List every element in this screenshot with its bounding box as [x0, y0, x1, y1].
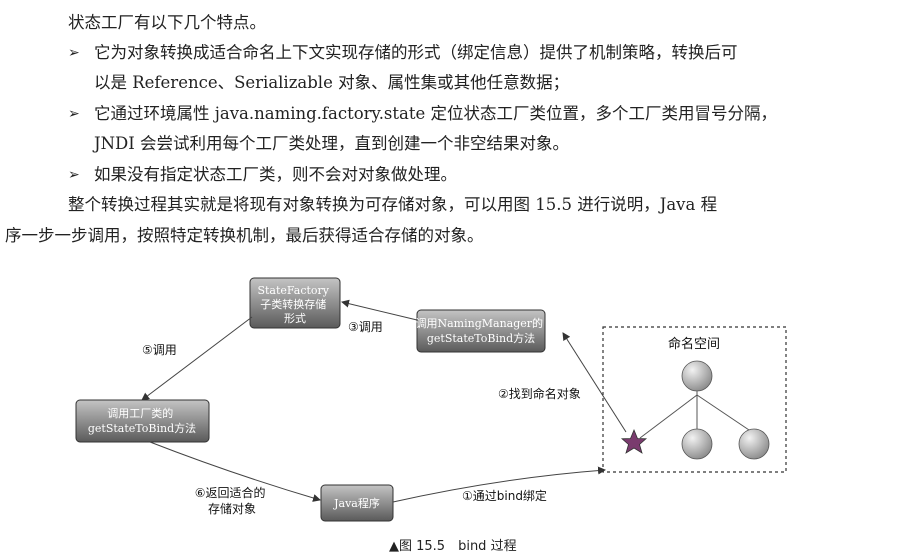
- java-program-box-label: Java程序: [333, 496, 380, 510]
- tree-node-right: [738, 428, 770, 460]
- arrow-3-call: [341, 299, 418, 321]
- star-icon: [620, 428, 648, 454]
- svg-text:调用工厂类的 getStateToBind方法: 调用工厂类的 getStateToBind方法: [88, 406, 196, 435]
- label-6-return-line-1: ⑥返回适合的: [195, 485, 266, 500]
- statefactory-box-line-1: StateFactory: [257, 284, 329, 297]
- bullet-marker-3: ➢: [68, 167, 80, 183]
- namingmanager-box-line-1: 调用NamingManager的: [415, 316, 543, 330]
- paragraph-line-2: 序一步一步调用，按照特定转换机制，最后获得适合存储的对象。: [5, 226, 484, 245]
- tree-node-middle: [681, 428, 713, 460]
- bullet-1-line-1: 它为对象转换成适合命名上下文实现存储的形式（绑定信息）提供了机制策略，转换后可: [94, 43, 738, 62]
- svg-text:⑥返回适合的 存储对象: ⑥返回适合的 存储对象: [195, 485, 270, 516]
- factory-call-box-line-2: getStateToBind方法: [88, 421, 196, 435]
- svg-text:StateFactory 子类转换存储 形式: StateFactory 子类转换存储 形式: [257, 284, 332, 325]
- bullet-2-line-1: 它通过环境属性 java.naming.factory.state 定位状态工厂…: [94, 104, 778, 123]
- bullet-marker-1: ➢: [68, 45, 80, 61]
- svg-text:调用NamingManager的 getStateT: 调用NamingManager的 getStateToBind方法: [415, 316, 546, 345]
- label-2-lookup: ②找到命名对象: [498, 386, 581, 401]
- label-1-bind: ①通过bind绑定: [462, 488, 547, 503]
- arrow-6-return: [149, 441, 321, 502]
- bullet-2-line-2: JNDI 会尝试利用每个工厂类处理，直到创建一个非空结果对象。: [94, 134, 570, 153]
- arrow-2-lookup: [562, 332, 627, 433]
- statefactory-box: [249, 277, 341, 329]
- label-3-call: ③调用: [348, 320, 383, 334]
- statefactory-box-line-2: 子类转换存储: [260, 297, 326, 311]
- statefactory-box-line-3: 形式: [284, 312, 306, 325]
- label-5-call: ⑤调用: [142, 343, 177, 357]
- intro-text: 状态工厂有以下几个特点。: [68, 13, 266, 32]
- bullet-marker-2: ➢: [68, 106, 80, 122]
- namingmanager-box: [416, 309, 546, 353]
- java-program-box: [320, 484, 394, 522]
- bullet-1-line-2: 以是 Reference、Serializable 对象、属性集或其他任意数据；: [94, 73, 570, 92]
- arrow-1-bind: [392, 466, 606, 503]
- paragraph-line-1: 整个转换过程其实就是将现有对象转换为可存储对象，可以用图 15.5 进行说明，J…: [68, 195, 718, 214]
- tree-node-root: [681, 360, 713, 392]
- namingmanager-box-line-2: getStateToBind方法: [427, 331, 535, 345]
- arrow-5-call: [141, 316, 253, 401]
- namespace-title: 命名空间: [668, 336, 720, 352]
- label-6-return-line-2: 存储对象: [208, 501, 256, 516]
- factory-call-box-line-1: 调用工厂类的: [107, 406, 173, 420]
- bullet-3-line: 如果没有指定状态工厂类，则不会对对象做处理。: [94, 165, 457, 184]
- namespace-box: [602, 326, 787, 473]
- figure-caption: ▲图 15.5 bind 过程: [389, 539, 517, 554]
